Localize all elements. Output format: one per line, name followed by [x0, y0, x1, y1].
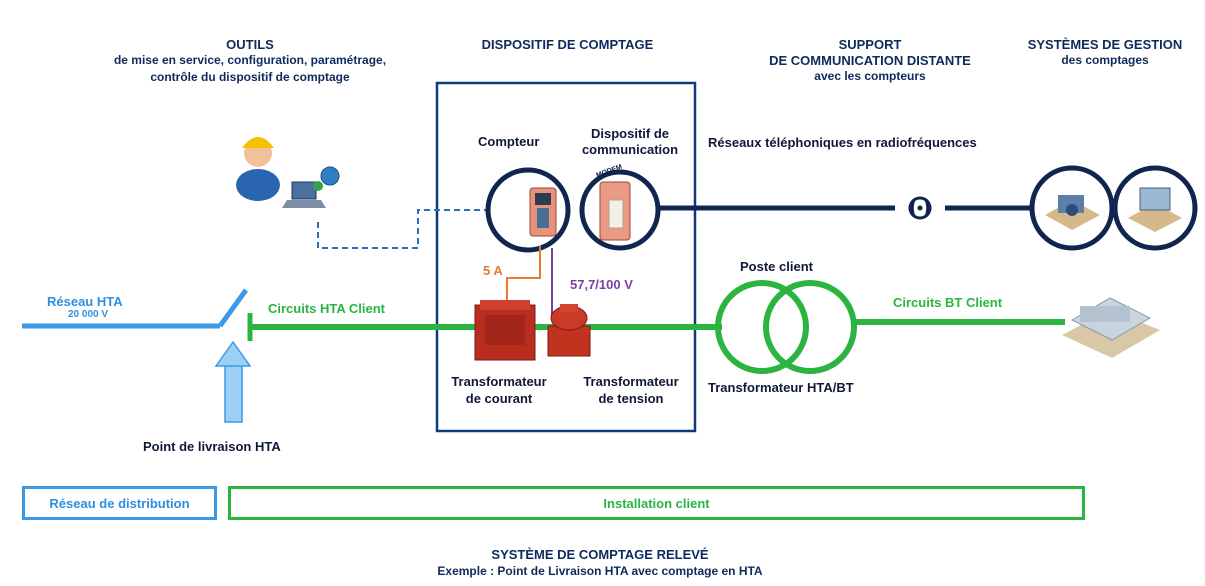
- transformer-hta-bt-primary: [715, 280, 809, 374]
- computer-terminal-icon: [1128, 187, 1182, 232]
- transformer-hta-bt-secondary: [763, 280, 857, 374]
- dispositif-title: DISPOSITIF DE COMPTAGE: [481, 37, 654, 52]
- reseau-hta-voltage: 20 000 V: [68, 309, 109, 320]
- support-title-2: DE COMMUNICATION DISTANTE: [769, 53, 971, 68]
- metering-device-frame: [435, 81, 697, 433]
- dispositif-comm-label-1: Dispositif de: [590, 126, 669, 141]
- outils-subtitle-2: contrôle du dispositif de comptage: [150, 70, 350, 84]
- technician-icon: [236, 137, 280, 201]
- tools-dashed-link: [317, 209, 492, 249]
- outils-title: OUTILS: [226, 37, 274, 52]
- current-transformer-icon: [474, 300, 536, 361]
- meter-icon: [529, 187, 557, 237]
- transfo-courant-label-1: Transformateur: [451, 374, 547, 389]
- circuits-bt-client-label: Circuits BT Client: [893, 295, 1003, 310]
- building-icon: [1062, 297, 1160, 358]
- support-title-3: avec les compteurs: [814, 69, 926, 83]
- transfo-hta-bt-label: Transformateur HTA/BT: [708, 380, 854, 395]
- poste-client-label: Poste client: [740, 259, 813, 274]
- circuits-hta-client-label: Circuits HTA Client: [268, 301, 386, 316]
- outils-subtitle-1: de mise en service, configuration, param…: [113, 53, 387, 67]
- switch-icon: [217, 288, 249, 328]
- footer-title: SYSTÈME DE COMPTAGE RELEVÉ: [491, 547, 709, 562]
- dispositif-comm-label-2: communication: [581, 142, 679, 157]
- reseaux-telephoniques-label: Réseaux téléphoniques en radiofréquences: [708, 135, 977, 150]
- voltage-transformer-icon: [547, 304, 591, 357]
- systemes-title-1: SYSTÈMES DE GESTION: [1027, 37, 1183, 52]
- modem-icon: [599, 181, 631, 241]
- transfo-courant-label-2: de courant: [465, 391, 533, 406]
- zone-installation-client: Installation client: [228, 486, 1085, 520]
- laptop-network-icon: [282, 166, 340, 208]
- current-value-label: 5 A: [483, 263, 503, 278]
- footer-subtitle: Exemple : Point de Livraison HTA avec co…: [437, 564, 763, 578]
- support-title-1: SUPPORT: [838, 37, 902, 52]
- systemes-title-2: des comptages: [1061, 53, 1149, 67]
- compteur-label: Compteur: [478, 134, 540, 149]
- transfo-tension-label-2: de tension: [598, 391, 664, 406]
- radio-signal-icon: [908, 196, 932, 220]
- zone-reseau-distribution: Réseau de distribution: [22, 486, 217, 520]
- delivery-arrow-icon: [214, 340, 252, 423]
- transfo-tension-label-1: Transformateur: [583, 374, 679, 389]
- voltage-value-label: 57,7/100 V: [570, 277, 633, 292]
- management-office-icon: [1045, 195, 1100, 230]
- point-livraison-label: Point de livraison HTA: [143, 439, 281, 454]
- reseau-hta-label: Réseau HTA: [47, 294, 123, 309]
